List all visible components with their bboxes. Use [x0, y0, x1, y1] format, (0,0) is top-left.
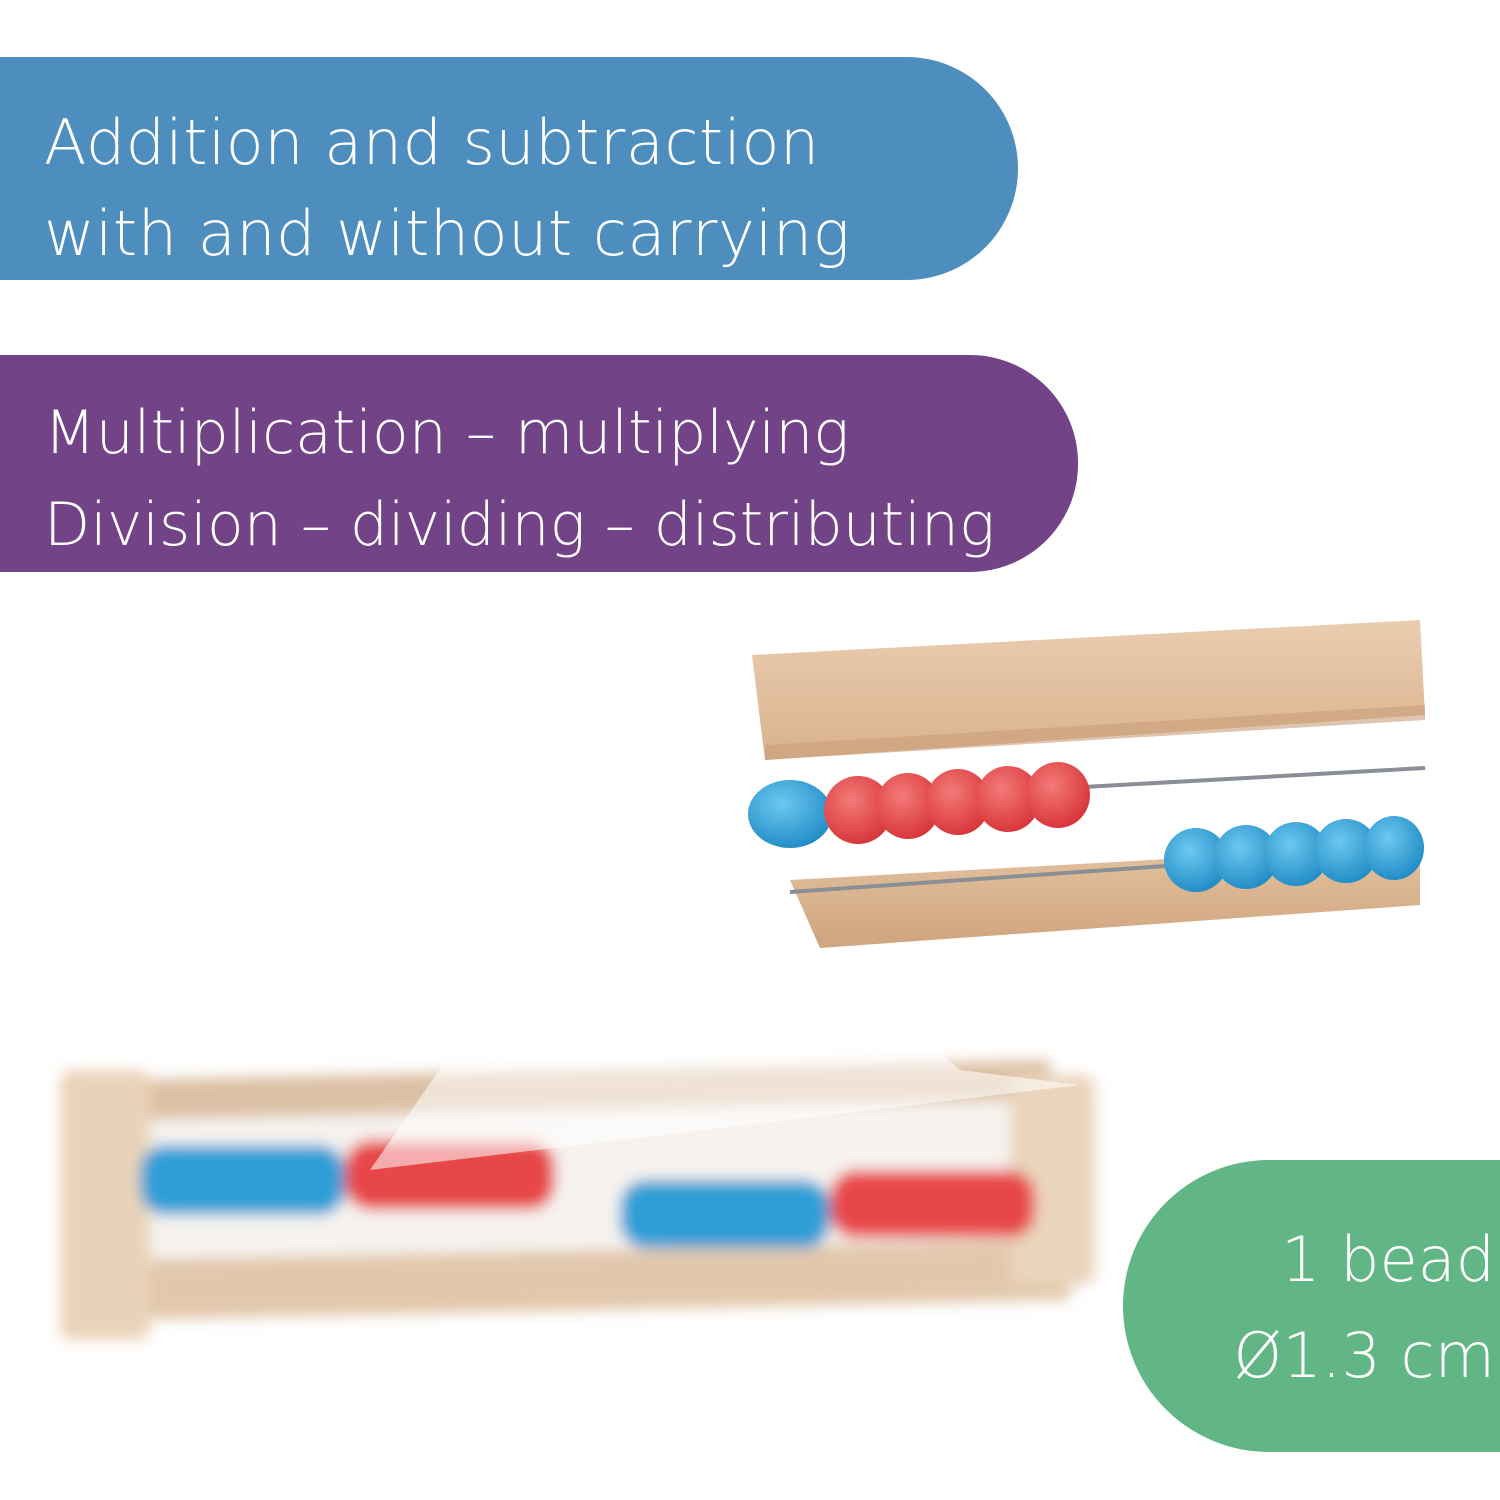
banner-purple-line-2: Division – dividing – distributing — [44, 490, 995, 560]
banner-multiplication-division: Multiplication – multiplying Division – … — [0, 355, 1078, 572]
badge-line-1: 1 bead — [1280, 1223, 1495, 1296]
banner-blue-line-2: with and without carrying — [44, 197, 851, 270]
bead-size-badge: 1 bead Ø1.3 cm — [1123, 1160, 1500, 1452]
callout-pointer — [370, 1015, 1080, 1170]
banner-blue-line-1: Addition and subtraction — [44, 106, 820, 179]
abacus-zoom-inset — [748, 620, 1426, 948]
badge-line-2: Ø1.3 cm — [1233, 1319, 1495, 1392]
banner-addition-subtraction: Addition and subtraction with and withou… — [0, 57, 1018, 280]
banner-purple-line-1: Multiplication – multiplying — [44, 398, 850, 468]
abacus-blurred — [60, 1060, 1095, 1340]
